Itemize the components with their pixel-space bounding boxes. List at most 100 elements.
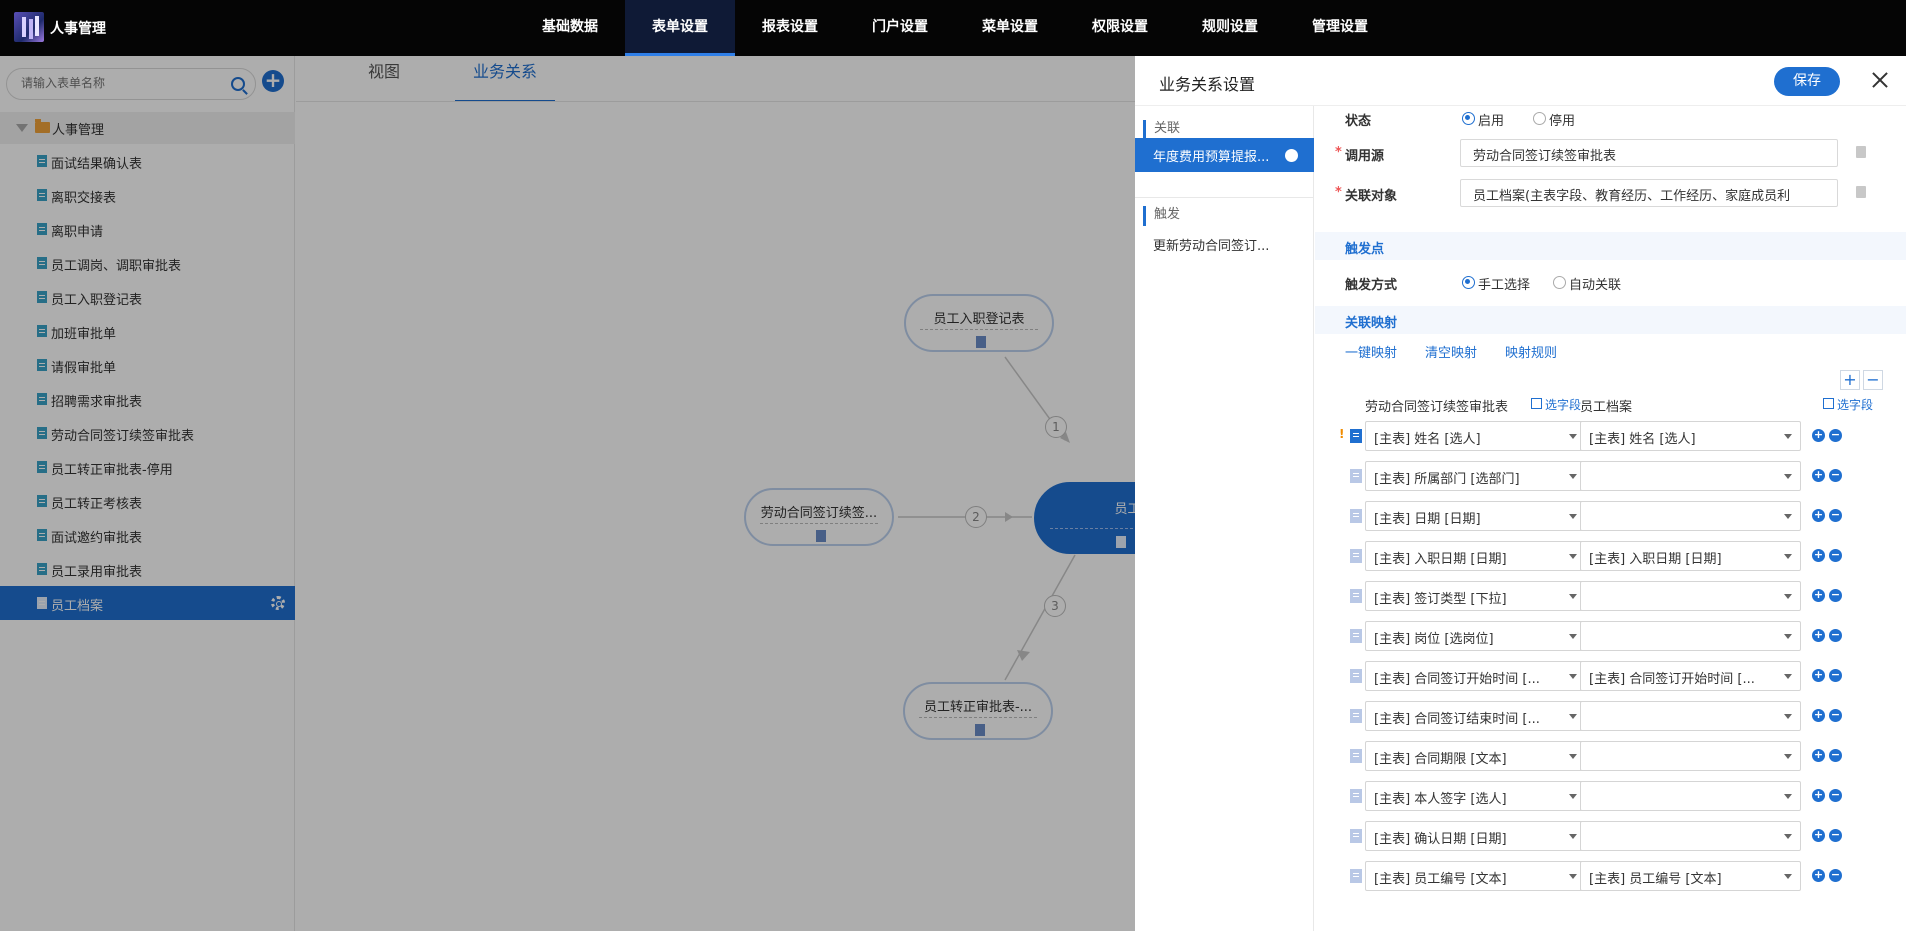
pick-field-right[interactable]: 选字段 (1823, 396, 1873, 413)
trigger-auto-radio[interactable]: 自动关联 (1553, 274, 1621, 293)
row-add-icon[interactable]: + (1812, 428, 1825, 442)
source-field[interactable]: 劳动合同签订续签审批表 (1460, 139, 1838, 167)
nav-item-form-settings[interactable]: 表单设置 (625, 0, 735, 56)
clipboard-icon[interactable] (1856, 146, 1866, 158)
row-remove-icon[interactable]: − (1829, 588, 1842, 602)
row-add-icon[interactable]: + (1812, 668, 1825, 682)
tree-item[interactable]: 员工转正考核表 (0, 484, 295, 518)
tree-item[interactable]: 加班审批单 (0, 314, 295, 348)
row-add-icon[interactable]: + (1812, 748, 1825, 762)
row-add-icon[interactable]: + (1812, 508, 1825, 522)
target-field-select[interactable]: [主表] 入职日期 [日期] (1580, 541, 1801, 571)
tree-item[interactable]: 员工转正审批表-停用 (0, 450, 295, 484)
row-remove-icon[interactable]: − (1829, 788, 1842, 802)
remove-row-button[interactable]: − (1863, 370, 1883, 390)
row-remove-icon[interactable]: − (1829, 548, 1842, 562)
status-enable-radio[interactable]: 启用 (1462, 110, 1504, 129)
close-icon[interactable] (1871, 71, 1889, 89)
pick-field-left[interactable]: 选字段 (1531, 396, 1581, 413)
target-select[interactable]: 员工档案(主表字段、教育经历、工作经历、家庭成员利 (1460, 179, 1838, 207)
nav-item-permission-settings[interactable]: 权限设置 (1092, 19, 1148, 35)
tree-item[interactable]: 面试邀约审批表 (0, 518, 295, 552)
add-row-button[interactable]: + (1840, 370, 1860, 390)
map-rules-link[interactable]: 映射规则 (1505, 346, 1558, 361)
row-add-icon[interactable]: + (1812, 588, 1825, 602)
row-remove-icon[interactable]: − (1829, 828, 1842, 842)
target-field-select[interactable] (1580, 821, 1801, 851)
row-remove-icon[interactable]: − (1829, 508, 1842, 522)
target-field-select[interactable] (1580, 461, 1801, 491)
graph-node[interactable]: 劳动合同签订续签... (744, 488, 894, 546)
source-field-select[interactable]: [主表] 员工编号 [文本] (1365, 861, 1586, 891)
nav-item-rule-settings[interactable]: 规则设置 (1202, 19, 1258, 35)
target-field-select[interactable] (1580, 621, 1801, 651)
target-field-select[interactable] (1580, 781, 1801, 811)
search-input[interactable] (21, 76, 221, 90)
target-field-select[interactable]: [主表] 姓名 [选人] (1580, 421, 1801, 451)
source-field-select[interactable]: [主表] 本人签字 [选人] (1365, 781, 1586, 811)
source-field-select[interactable]: [主表] 姓名 [选人] (1365, 421, 1586, 451)
caret-down-icon[interactable] (16, 124, 28, 132)
source-field-select[interactable]: [主表] 日期 [日期] (1365, 501, 1586, 531)
target-field-select[interactable] (1580, 701, 1801, 731)
nav-item-basic-data[interactable]: 基础数据 (542, 19, 598, 35)
row-remove-icon[interactable]: − (1829, 668, 1842, 682)
tree-item[interactable]: 离职申请 (0, 212, 295, 246)
nav-item-report-settings[interactable]: 报表设置 (762, 19, 818, 35)
tree-item[interactable]: 员工入职登记表 (0, 280, 295, 314)
tree-item[interactable]: 劳动合同签订续签审批表 (0, 416, 295, 450)
row-add-icon[interactable]: + (1812, 828, 1825, 842)
one-click-map-link[interactable]: 一键映射 (1345, 346, 1398, 361)
source-field-select[interactable]: [主表] 合同签订开始时间 [... (1365, 661, 1586, 691)
gear-icon[interactable] (271, 596, 285, 610)
graph-node[interactable]: 员工入职登记表 (904, 294, 1054, 352)
tree-item[interactable]: 请假审批单 (0, 348, 295, 382)
tree-item[interactable]: 员工调岗、调职审批表 (0, 246, 295, 280)
row-add-icon[interactable]: + (1812, 788, 1825, 802)
add-form-button[interactable]: + (262, 70, 284, 92)
target-field-select[interactable] (1580, 581, 1801, 611)
row-remove-icon[interactable]: − (1829, 628, 1842, 642)
status-disable-radio[interactable]: 停用 (1533, 110, 1575, 129)
row-add-icon[interactable]: + (1812, 708, 1825, 722)
source-field-select[interactable]: [主表] 入职日期 [日期] (1365, 541, 1586, 571)
source-field-select[interactable]: [主表] 合同期限 [文本] (1365, 741, 1586, 771)
save-button[interactable]: 保存 (1774, 67, 1840, 96)
row-remove-icon[interactable]: − (1829, 428, 1842, 442)
source-field-select[interactable]: [主表] 确认日期 [日期] (1365, 821, 1586, 851)
trigger-manual-radio[interactable]: 手工选择 (1462, 274, 1530, 293)
nav-item-admin-settings[interactable]: 管理设置 (1312, 19, 1368, 35)
clear-map-link[interactable]: 清空映射 (1425, 346, 1478, 361)
row-add-icon[interactable]: + (1812, 468, 1825, 482)
row-add-icon[interactable]: + (1812, 628, 1825, 642)
trigger-item[interactable]: 更新劳动合同签订... (1153, 239, 1270, 254)
modal-overlay[interactable] (0, 56, 1135, 931)
nav-item-portal-settings[interactable]: 门户设置 (872, 19, 928, 35)
source-field-select[interactable]: [主表] 所属部门 [选部门] (1365, 461, 1586, 491)
row-add-icon[interactable]: + (1812, 868, 1825, 882)
search-icon[interactable] (231, 77, 245, 91)
row-remove-icon[interactable]: − (1829, 748, 1842, 762)
tree-item-active[interactable]: 员工档案 (0, 586, 295, 620)
target-field-select[interactable]: [主表] 员工编号 [文本] (1580, 861, 1801, 891)
target-field-select[interactable]: [主表] 合同签订开始时间 [... (1580, 661, 1801, 691)
tree-item[interactable]: 员工录用审批表 (0, 552, 295, 586)
row-remove-icon[interactable]: − (1829, 708, 1842, 722)
tab-view[interactable]: 视图 (368, 62, 401, 81)
tree-item[interactable]: 招聘需求审批表 (0, 382, 295, 416)
relation-item-active[interactable]: 年度费用预算提报... (1135, 138, 1314, 172)
clipboard-icon[interactable] (1856, 186, 1866, 198)
tree-item[interactable]: 离职交接表 (0, 178, 295, 212)
graph-node[interactable]: 员工转正审批表-... (903, 682, 1053, 740)
source-field-select[interactable]: [主表] 岗位 [选岗位] (1365, 621, 1586, 651)
source-field-select[interactable]: [主表] 签订类型 [下拉] (1365, 581, 1586, 611)
row-remove-icon[interactable]: − (1829, 868, 1842, 882)
tree-root-hr[interactable]: 人事管理 (0, 112, 295, 144)
target-field-select[interactable] (1580, 741, 1801, 771)
nav-item-menu-settings[interactable]: 菜单设置 (982, 19, 1038, 35)
tree-item[interactable]: 面试结果确认表 (0, 144, 295, 178)
row-add-icon[interactable]: + (1812, 548, 1825, 562)
row-remove-icon[interactable]: − (1829, 468, 1842, 482)
source-field-select[interactable]: [主表] 合同签订结束时间 [... (1365, 701, 1586, 731)
target-field-select[interactable] (1580, 501, 1801, 531)
